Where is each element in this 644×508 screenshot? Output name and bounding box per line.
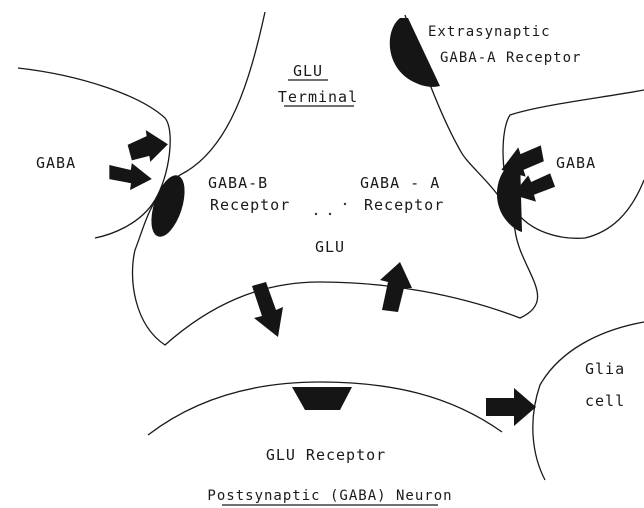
glia-arrow-icon	[486, 388, 536, 426]
glu-terminal-label: GLU	[293, 62, 323, 80]
vesicle-dot	[343, 202, 347, 206]
gaba-left-arrow-top-icon	[127, 130, 168, 162]
gaba-b-receptor-label: Receptor	[210, 196, 290, 214]
glia-cell-outline	[532, 321, 644, 481]
extrasynaptic-receptor-label: GABA-A Receptor	[440, 50, 581, 66]
vesicle-dot	[328, 212, 332, 216]
gaba-right-arrow-top-icon	[501, 145, 544, 177]
postsynaptic-outline	[147, 381, 503, 436]
gaba-right-arrow-bottom-icon	[512, 173, 556, 202]
glia-label: Glia	[585, 360, 625, 378]
gaba-terminal-left-outline	[17, 67, 171, 239]
gaba-right-label: GABA	[556, 154, 596, 172]
gaba-b-label: GABA-B	[208, 174, 268, 192]
glu-receptor-label: GLU Receptor	[266, 446, 386, 464]
terminal-label: Terminal	[278, 88, 358, 106]
gaba-a-label: GABA - A	[360, 174, 440, 192]
vesicle-dot	[314, 212, 318, 216]
gaba-left-label: GABA	[36, 154, 76, 172]
glu-reuptake-arrow-icon	[380, 262, 412, 312]
glu-receptor-shape	[292, 387, 352, 410]
extrasynaptic-label: Extrasynaptic	[428, 24, 551, 40]
gaba-a-receptor-label: Receptor	[364, 196, 444, 214]
extrasynaptic-receptor-icon	[389, 18, 440, 87]
cell-label: cell	[585, 392, 625, 410]
gaba-a-receptor-icon	[496, 158, 522, 232]
postsynaptic-label: Postsynaptic (GABA) Neuron	[207, 488, 452, 504]
glu-center-label: GLU	[315, 238, 345, 256]
glu-release-arrow-icon	[252, 282, 283, 337]
gaba-left-arrow-bottom-icon	[109, 163, 152, 191]
gaba-b-receptor-icon	[151, 175, 185, 237]
